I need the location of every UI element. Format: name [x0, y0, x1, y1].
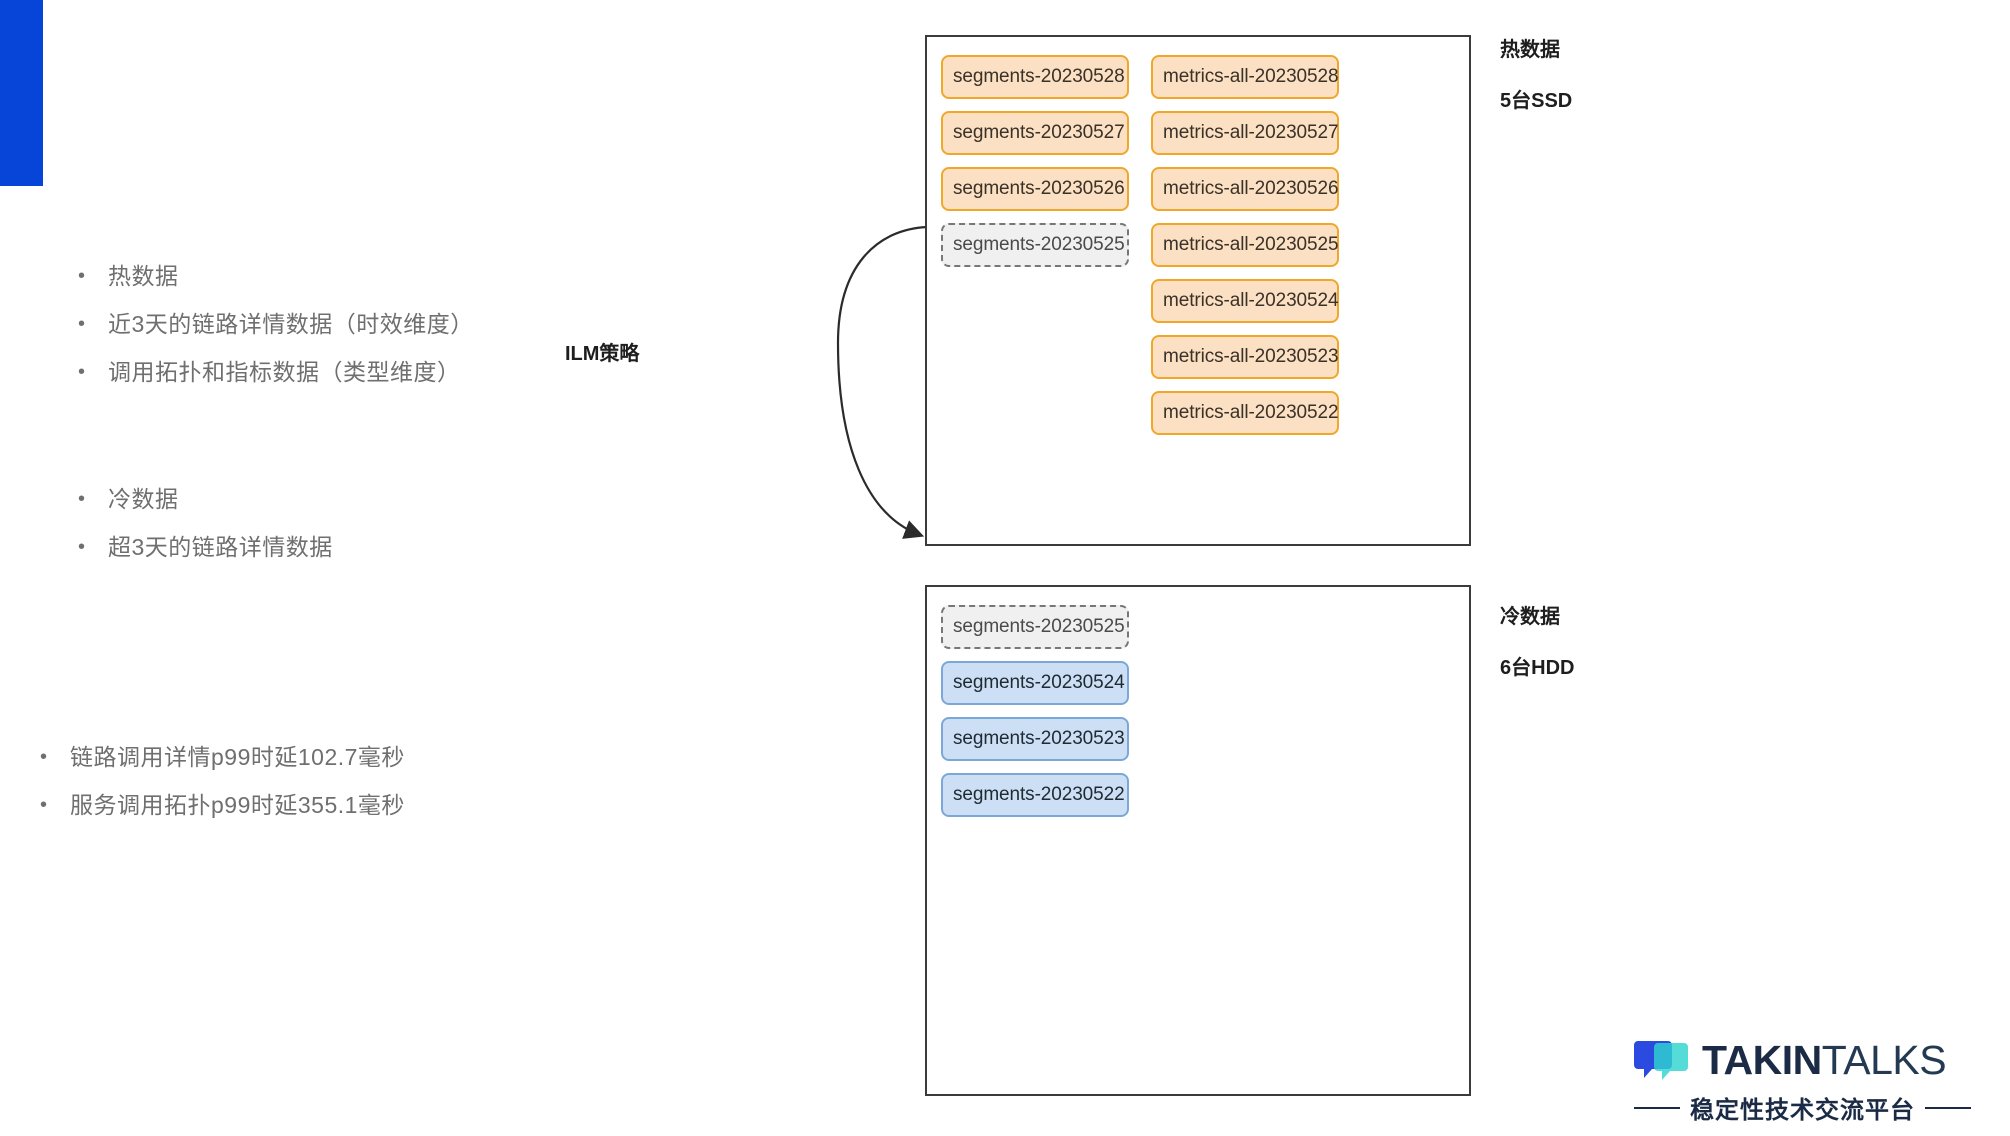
bullet-label: 调用拓扑和指标数据（类型维度）: [108, 359, 461, 385]
logo-word-talks: TALKS: [1821, 1037, 1947, 1083]
index-card-metrics[interactable]: metrics-all-20230527: [1151, 111, 1339, 155]
list-item: • 服务调用拓扑p99时延355.1毫秒: [40, 781, 405, 829]
bullet-dot-icon: •: [78, 536, 86, 558]
cold-tier-container: segments-20230525 segments-20230524 segm…: [925, 585, 1471, 1096]
index-card-segment[interactable]: segments-20230524: [941, 661, 1129, 705]
bullet-dot-icon: •: [78, 488, 86, 510]
ilm-policy-arrow-icon: [836, 225, 929, 539]
index-card-segment[interactable]: segments-20230526: [941, 167, 1129, 211]
index-card-segment[interactable]: segments-20230528: [941, 55, 1129, 99]
bullet-label: 服务调用拓扑p99时延355.1毫秒: [70, 792, 405, 818]
index-card-segment[interactable]: segments-20230527: [941, 111, 1129, 155]
list-item: • 热数据: [78, 252, 474, 300]
bullet-label: 冷数据: [108, 486, 179, 512]
logo-rule-right: [1925, 1106, 1971, 1109]
hot-metrics-column: metrics-all-20230528 metrics-all-2023052…: [1151, 55, 1339, 435]
bullet-dot-icon: •: [78, 361, 86, 383]
hot-segments-column: segments-20230528 segments-20230527 segm…: [941, 55, 1129, 267]
bullet-dot-icon: •: [40, 746, 48, 768]
logo-word-takin: TAKIN: [1702, 1037, 1822, 1083]
logo-tagline-row: 稳定性技术交流平台: [1634, 1090, 1990, 1125]
bullet-label: 近3天的链路详情数据（时效维度）: [108, 311, 474, 337]
index-card-segment-migrating[interactable]: segments-20230525: [941, 605, 1129, 649]
logo-tagline: 稳定性技术交流平台: [1690, 1097, 1915, 1124]
logo-wordmark-row: TAKINTALKS: [1634, 1034, 1990, 1086]
bullet-group-hot-data: • 热数据 • 近3天的链路详情数据（时效维度） • 调用拓扑和指标数据（类型维…: [78, 252, 474, 396]
list-item: • 近3天的链路详情数据（时效维度）: [78, 300, 474, 348]
bullet-group-latency: • 链路调用详情p99时延102.7毫秒 • 服务调用拓扑p99时延355.1毫…: [40, 733, 405, 829]
cold-tier-title: 冷数据: [1500, 606, 1560, 628]
list-item: • 调用拓扑和指标数据（类型维度）: [78, 348, 474, 396]
hot-tier-hardware: 5台SSD: [1500, 90, 1573, 112]
index-card-metrics[interactable]: metrics-all-20230526: [1151, 167, 1339, 211]
hot-tier-container: segments-20230528 segments-20230527 segm…: [925, 35, 1471, 546]
list-item: • 超3天的链路详情数据: [78, 523, 333, 571]
accent-bar: [0, 0, 43, 186]
list-item: • 冷数据: [78, 475, 333, 523]
bullet-dot-icon: •: [78, 265, 86, 287]
cold-segments-column: segments-20230525 segments-20230524 segm…: [941, 605, 1129, 817]
brand-logo: TAKINTALKS 稳定性技术交流平台: [1634, 1034, 1990, 1124]
bullet-group-cold-data: • 冷数据 • 超3天的链路详情数据: [78, 475, 333, 571]
index-card-segment[interactable]: segments-20230523: [941, 717, 1129, 761]
hot-tier-title: 热数据: [1500, 39, 1560, 61]
list-item: • 链路调用详情p99时延102.7毫秒: [40, 733, 405, 781]
index-card-metrics[interactable]: metrics-all-20230523: [1151, 335, 1339, 379]
index-card-metrics[interactable]: metrics-all-20230525: [1151, 223, 1339, 267]
index-card-segment[interactable]: segments-20230522: [941, 773, 1129, 817]
ilm-policy-label: ILM策略: [565, 343, 640, 365]
index-card-metrics[interactable]: metrics-all-20230528: [1151, 55, 1339, 99]
logo-rule-left: [1634, 1106, 1680, 1109]
bullet-label: 链路调用详情p99时延102.7毫秒: [70, 744, 405, 770]
logo-wordmark: TAKINTALKS: [1702, 1037, 1947, 1083]
bullet-label: 热数据: [108, 263, 179, 289]
index-card-segment-migrating[interactable]: segments-20230525: [941, 223, 1129, 267]
bullet-label: 超3天的链路详情数据: [108, 534, 333, 560]
cold-tier-hardware: 6台HDD: [1500, 657, 1575, 679]
index-card-metrics[interactable]: metrics-all-20230524: [1151, 279, 1339, 323]
bullet-dot-icon: •: [40, 794, 48, 816]
index-card-metrics[interactable]: metrics-all-20230522: [1151, 391, 1339, 435]
speech-bubbles-icon: [1634, 1041, 1688, 1080]
bullet-dot-icon: •: [78, 313, 86, 335]
